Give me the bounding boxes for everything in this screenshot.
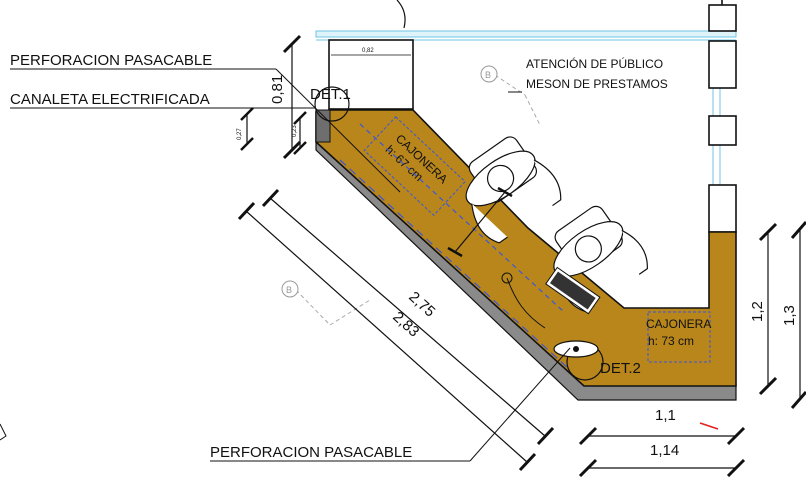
wall-piers (708, 0, 737, 233)
dim-081: 0,81 (269, 75, 286, 104)
det2-label: DET.2 (600, 360, 641, 377)
dim-114: 1,14 (650, 442, 679, 459)
dim-027-line (240, 107, 307, 155)
dim-081-line (282, 34, 302, 160)
red-accent-mark (699, 422, 719, 430)
leader-lines (10, 68, 571, 462)
seated-person-icon (553, 205, 648, 313)
dim-082: 0,82 (362, 48, 374, 54)
svg-text:B: B (286, 285, 292, 295)
b-circle-marker-icon: B (281, 280, 371, 326)
dim-283: 2,83 (389, 308, 422, 340)
keyboard-icon (545, 266, 601, 315)
detail-1: DET.1 (310, 86, 351, 122)
callout-perforacion-top: PERFORACION PASACABLE (10, 52, 212, 69)
counter-edge (315, 109, 331, 143)
seated-person-icon (465, 136, 562, 244)
det1-label: DET.1 (310, 86, 351, 103)
cable-port-icon (501, 272, 513, 284)
pasacable-hole (553, 340, 599, 358)
dim-right-lines (758, 221, 806, 409)
callout-meson: MESON DE PRESTAMOS (526, 77, 668, 91)
edge-fragment (0, 423, 7, 441)
dim-12: 1,2 (749, 301, 766, 322)
back-box: 0,82 (328, 39, 414, 110)
cajonera-right-height: h: 73 cm (648, 334, 694, 348)
dim-bottom-lines (578, 426, 746, 477)
dim-13: 1,3 (781, 305, 798, 326)
callout-perforacion-bottom: PERFORACION PASACABLE (210, 444, 412, 461)
dim-counter-depth (447, 186, 513, 258)
cable-channel (339, 123, 571, 371)
dim-023: 0,23 (292, 125, 298, 137)
callout-canaleta: CANALETA ELECTRIFICADA (10, 91, 210, 108)
callout-atencion: ATENCIÓN DE PÚBLICO (526, 56, 663, 71)
dim-diagonal-lines (237, 188, 555, 472)
dim-027: 0,27 (237, 128, 243, 140)
dim-11: 1,1 (655, 407, 676, 424)
door-swing-arc (396, 0, 406, 29)
cable-wire (506, 277, 546, 329)
cajonera-right-title: CAJONERA (646, 317, 711, 331)
svg-text:B: B (485, 70, 491, 80)
cajonera-right: CAJONERA h: 73 cm (646, 311, 711, 363)
b-circle-marker-icon: B (480, 65, 541, 126)
